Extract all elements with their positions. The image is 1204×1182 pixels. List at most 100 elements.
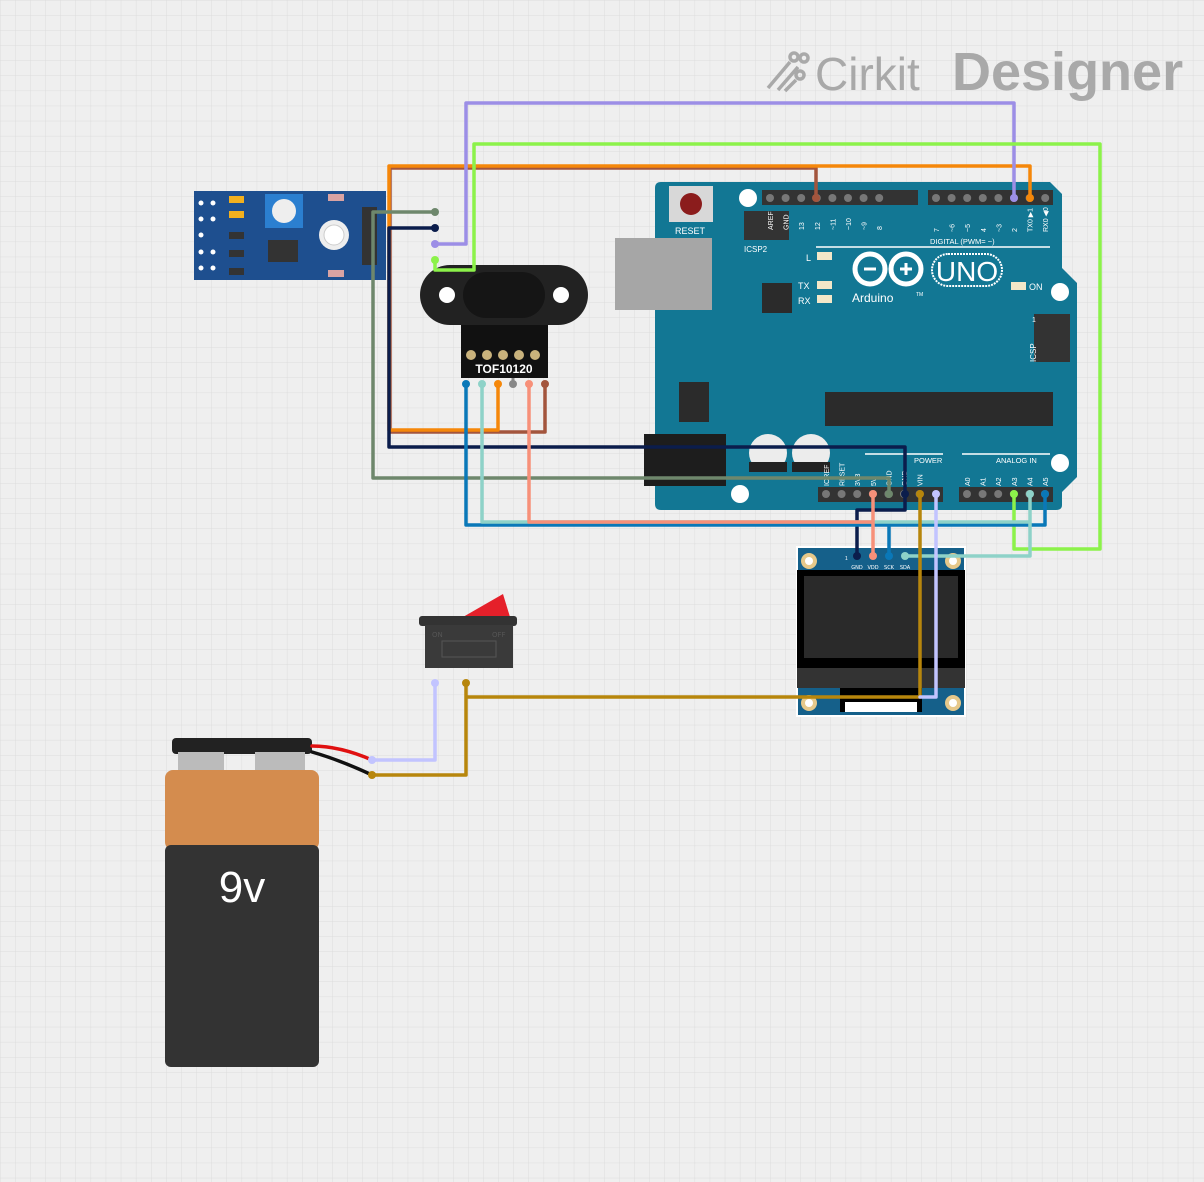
wire-endpoint[interactable]: [916, 490, 924, 498]
wire-endpoint[interactable]: [901, 490, 909, 498]
wire-endpoint[interactable]: [431, 256, 439, 264]
header-pin[interactable]: [994, 194, 1003, 202]
wire-endpoint[interactable]: [932, 490, 940, 498]
wire-endpoint[interactable]: [462, 679, 470, 687]
wire-endpoint[interactable]: [901, 552, 909, 560]
reset-button-cap[interactable]: [680, 193, 702, 215]
header-pin[interactable]: [963, 194, 972, 202]
wire-endpoint[interactable]: [525, 380, 533, 388]
wire-endpoint[interactable]: [1026, 490, 1034, 498]
header-pin[interactable]: [828, 194, 837, 202]
switch-on-label: ON: [432, 631, 443, 639]
pin-label: A3: [1012, 477, 1019, 486]
pin-label: 12: [815, 222, 822, 230]
wire-5v-sensor[interactable]: [371, 210, 891, 496]
tof10120-sensor[interactable]: TOF10120: [420, 265, 588, 378]
header-pin[interactable]: [766, 194, 774, 202]
wire-endpoint[interactable]: [1010, 490, 1018, 498]
header-pin[interactable]: [978, 194, 987, 202]
header-pin[interactable]: [837, 490, 846, 498]
led-tx: [817, 281, 832, 289]
pin-label: TX0 ▶1: [1028, 208, 1035, 232]
wire-endpoint[interactable]: [853, 552, 861, 560]
switch-off-label: OFF: [492, 631, 506, 639]
header-pin[interactable]: [797, 194, 806, 202]
wire-pin2-sensor[interactable]: [433, 101, 1016, 246]
digital-label: DIGITAL (PWM= ~): [930, 237, 995, 246]
light-sensor-module[interactable]: [194, 191, 386, 280]
wire-endpoint[interactable]: [885, 490, 893, 498]
header-pin[interactable]: [1041, 194, 1050, 202]
rocker-switch[interactable]: ON OFF: [419, 594, 517, 668]
power-header: [818, 487, 943, 502]
wire-endpoint[interactable]: [812, 194, 820, 202]
led-on: [1011, 282, 1026, 290]
wire-endpoint[interactable]: [368, 771, 376, 779]
wire-endpoint[interactable]: [494, 380, 502, 388]
wire-vin-switch[interactable]: [918, 492, 938, 699]
battery-black-lead: [310, 750, 374, 777]
pin-label: 4: [981, 228, 988, 232]
wire-switch-battery[interactable]: [370, 681, 437, 762]
wire-endpoint[interactable]: [869, 490, 877, 498]
header-pin[interactable]: [978, 490, 987, 498]
wire-endpoint[interactable]: [1010, 194, 1018, 202]
arduino-uno[interactable]: RESET ICSP2 1 ICSP L TX RX ON UN: [615, 182, 1077, 510]
header-pin[interactable]: [859, 194, 868, 202]
pin-label: AREF: [768, 211, 775, 230]
wire-a5-tof[interactable]: [464, 382, 1047, 527]
icsp2-header: [744, 211, 789, 240]
header-pin[interactable]: [875, 194, 884, 202]
potentiometer-knob[interactable]: [272, 199, 296, 223]
wire-a4-tof[interactable]: [480, 382, 1032, 558]
wire-3v3-tof[interactable]: [527, 382, 875, 558]
wire-endpoint[interactable]: [431, 240, 439, 248]
header-pin[interactable]: [932, 194, 940, 202]
header-pin[interactable]: [994, 490, 1003, 498]
pin-label: ~9: [862, 222, 869, 230]
pin-label: 8: [877, 226, 884, 230]
pin-label: A2: [996, 477, 1003, 486]
wire-endpoint[interactable]: [541, 380, 549, 388]
pin-label: ~5: [965, 224, 972, 232]
wire-endpoint[interactable]: [368, 756, 376, 764]
header-pin[interactable]: [781, 194, 790, 202]
wire-endpoint[interactable]: [478, 380, 486, 388]
pin-label: 13: [799, 222, 806, 230]
wire-endpoint[interactable]: [431, 679, 439, 687]
wire-endpoint[interactable]: [431, 224, 439, 232]
pin-label: 5V: [871, 477, 878, 486]
wire-endpoint[interactable]: [462, 380, 470, 388]
icsp2-label: ICSP2: [744, 245, 768, 254]
digital-header-right: [928, 190, 1053, 205]
pin-label: GND: [784, 214, 791, 230]
wire-endpoint[interactable]: [1041, 490, 1049, 498]
arduino-infinity-logo: [852, 251, 924, 287]
icsp-header: [1034, 314, 1070, 362]
switch-rocker[interactable]: [433, 594, 510, 617]
wire-gnd-sensor[interactable]: [387, 226, 907, 558]
header-pin[interactable]: [963, 490, 971, 498]
header-pin[interactable]: [947, 194, 956, 202]
pin-label: ~10: [846, 218, 853, 230]
wire-endpoint[interactable]: [431, 208, 439, 216]
header-pin[interactable]: [844, 194, 852, 202]
oled-pin-label: SCK: [884, 565, 895, 571]
oled-pin-label: SDA: [900, 565, 911, 571]
brand-cirkit: Cirkit: [815, 48, 920, 100]
9v-battery[interactable]: 9v: [165, 738, 319, 1067]
pin-label: ~11: [830, 219, 837, 230]
header-pin[interactable]: [853, 490, 862, 498]
wire-gnd-switch[interactable]: [370, 492, 922, 777]
reset-label: RESET: [675, 226, 706, 236]
pin-label: ~6: [950, 224, 957, 232]
header-pin[interactable]: [822, 490, 830, 498]
atmega-chip: [825, 392, 1053, 426]
wire-endpoint[interactable]: [885, 552, 893, 560]
wire-endpoint[interactable]: [869, 552, 877, 560]
icsp-pin1-label: 1: [1032, 317, 1036, 324]
battery-label: 9v: [219, 863, 265, 912]
wire-endpoint[interactable]: [1026, 194, 1034, 202]
oled-pin-label: VDD: [867, 565, 878, 571]
